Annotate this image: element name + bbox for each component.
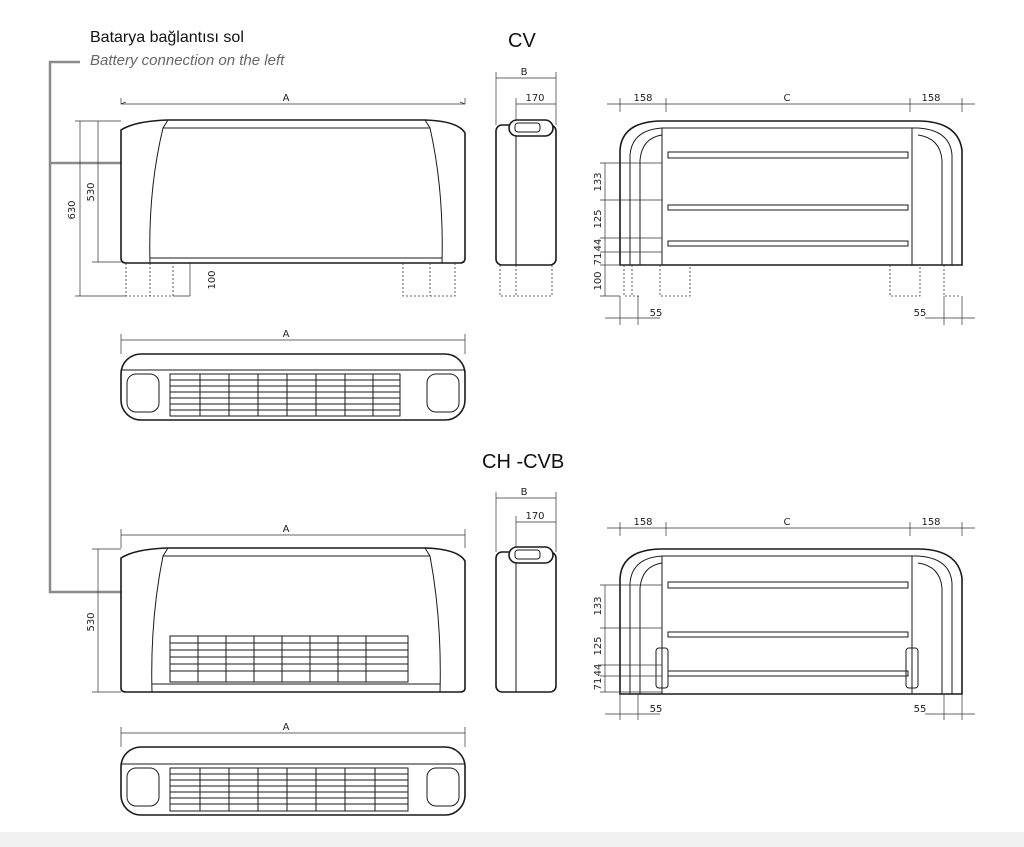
heading-turkish: Batarya bağlantısı sol <box>90 29 244 46</box>
dim-158-right-1: 158 <box>921 93 940 104</box>
dim-b-1: B <box>521 67 528 78</box>
chcvb-front-view <box>92 529 466 693</box>
dim-55-left-2: 55 <box>650 704 663 715</box>
dim-c-1: C <box>784 93 791 104</box>
dim-158-right-2: 158 <box>921 517 940 528</box>
dim-a-2: A <box>283 329 290 340</box>
dim-158-left-1: 158 <box>633 93 652 104</box>
dim-71-2: 71 <box>593 678 604 691</box>
model-chcvb-title: CH -CVB <box>482 451 564 473</box>
dim-c-2: C <box>784 517 791 528</box>
dim-b-2: B <box>521 487 528 498</box>
dim-a-1: A <box>283 93 290 104</box>
dim-530-2: 530 <box>86 612 97 631</box>
dim-44-2: 44 <box>593 664 604 677</box>
dim-55-left-1: 55 <box>650 308 663 319</box>
page-footer-bar <box>0 832 1024 847</box>
chcvb-top-view <box>120 727 466 816</box>
dim-125-1: 125 <box>593 209 604 228</box>
chcvb-internal-view <box>600 522 975 720</box>
cv-side-view <box>495 72 557 297</box>
model-cv-title: CV <box>508 30 536 52</box>
cv-top-view <box>120 334 466 421</box>
dim-44-1: 44 <box>593 239 604 252</box>
heading-english: Battery connection on the left <box>90 52 285 69</box>
dim-158-left-2: 158 <box>633 517 652 528</box>
dim-133-1: 133 <box>593 172 604 191</box>
chcvb-side-view <box>495 492 557 693</box>
dim-100-right: 100 <box>593 271 604 290</box>
dim-170-2: 170 <box>525 511 544 522</box>
dim-55-right-2: 55 <box>914 704 927 715</box>
dim-125-2: 125 <box>593 636 604 655</box>
dim-133-2: 133 <box>593 596 604 615</box>
cv-internal-view <box>600 98 975 325</box>
dim-a-4: A <box>283 722 290 733</box>
dim-a-3: A <box>283 524 290 535</box>
dim-leg-100: 100 <box>207 270 218 289</box>
dim-530-1: 530 <box>86 182 97 201</box>
dim-630: 630 <box>67 200 78 219</box>
dim-71-1: 71 <box>593 253 604 266</box>
dim-170-1: 170 <box>525 93 544 104</box>
cv-front-view <box>75 98 466 297</box>
dim-55-right-1: 55 <box>914 308 927 319</box>
